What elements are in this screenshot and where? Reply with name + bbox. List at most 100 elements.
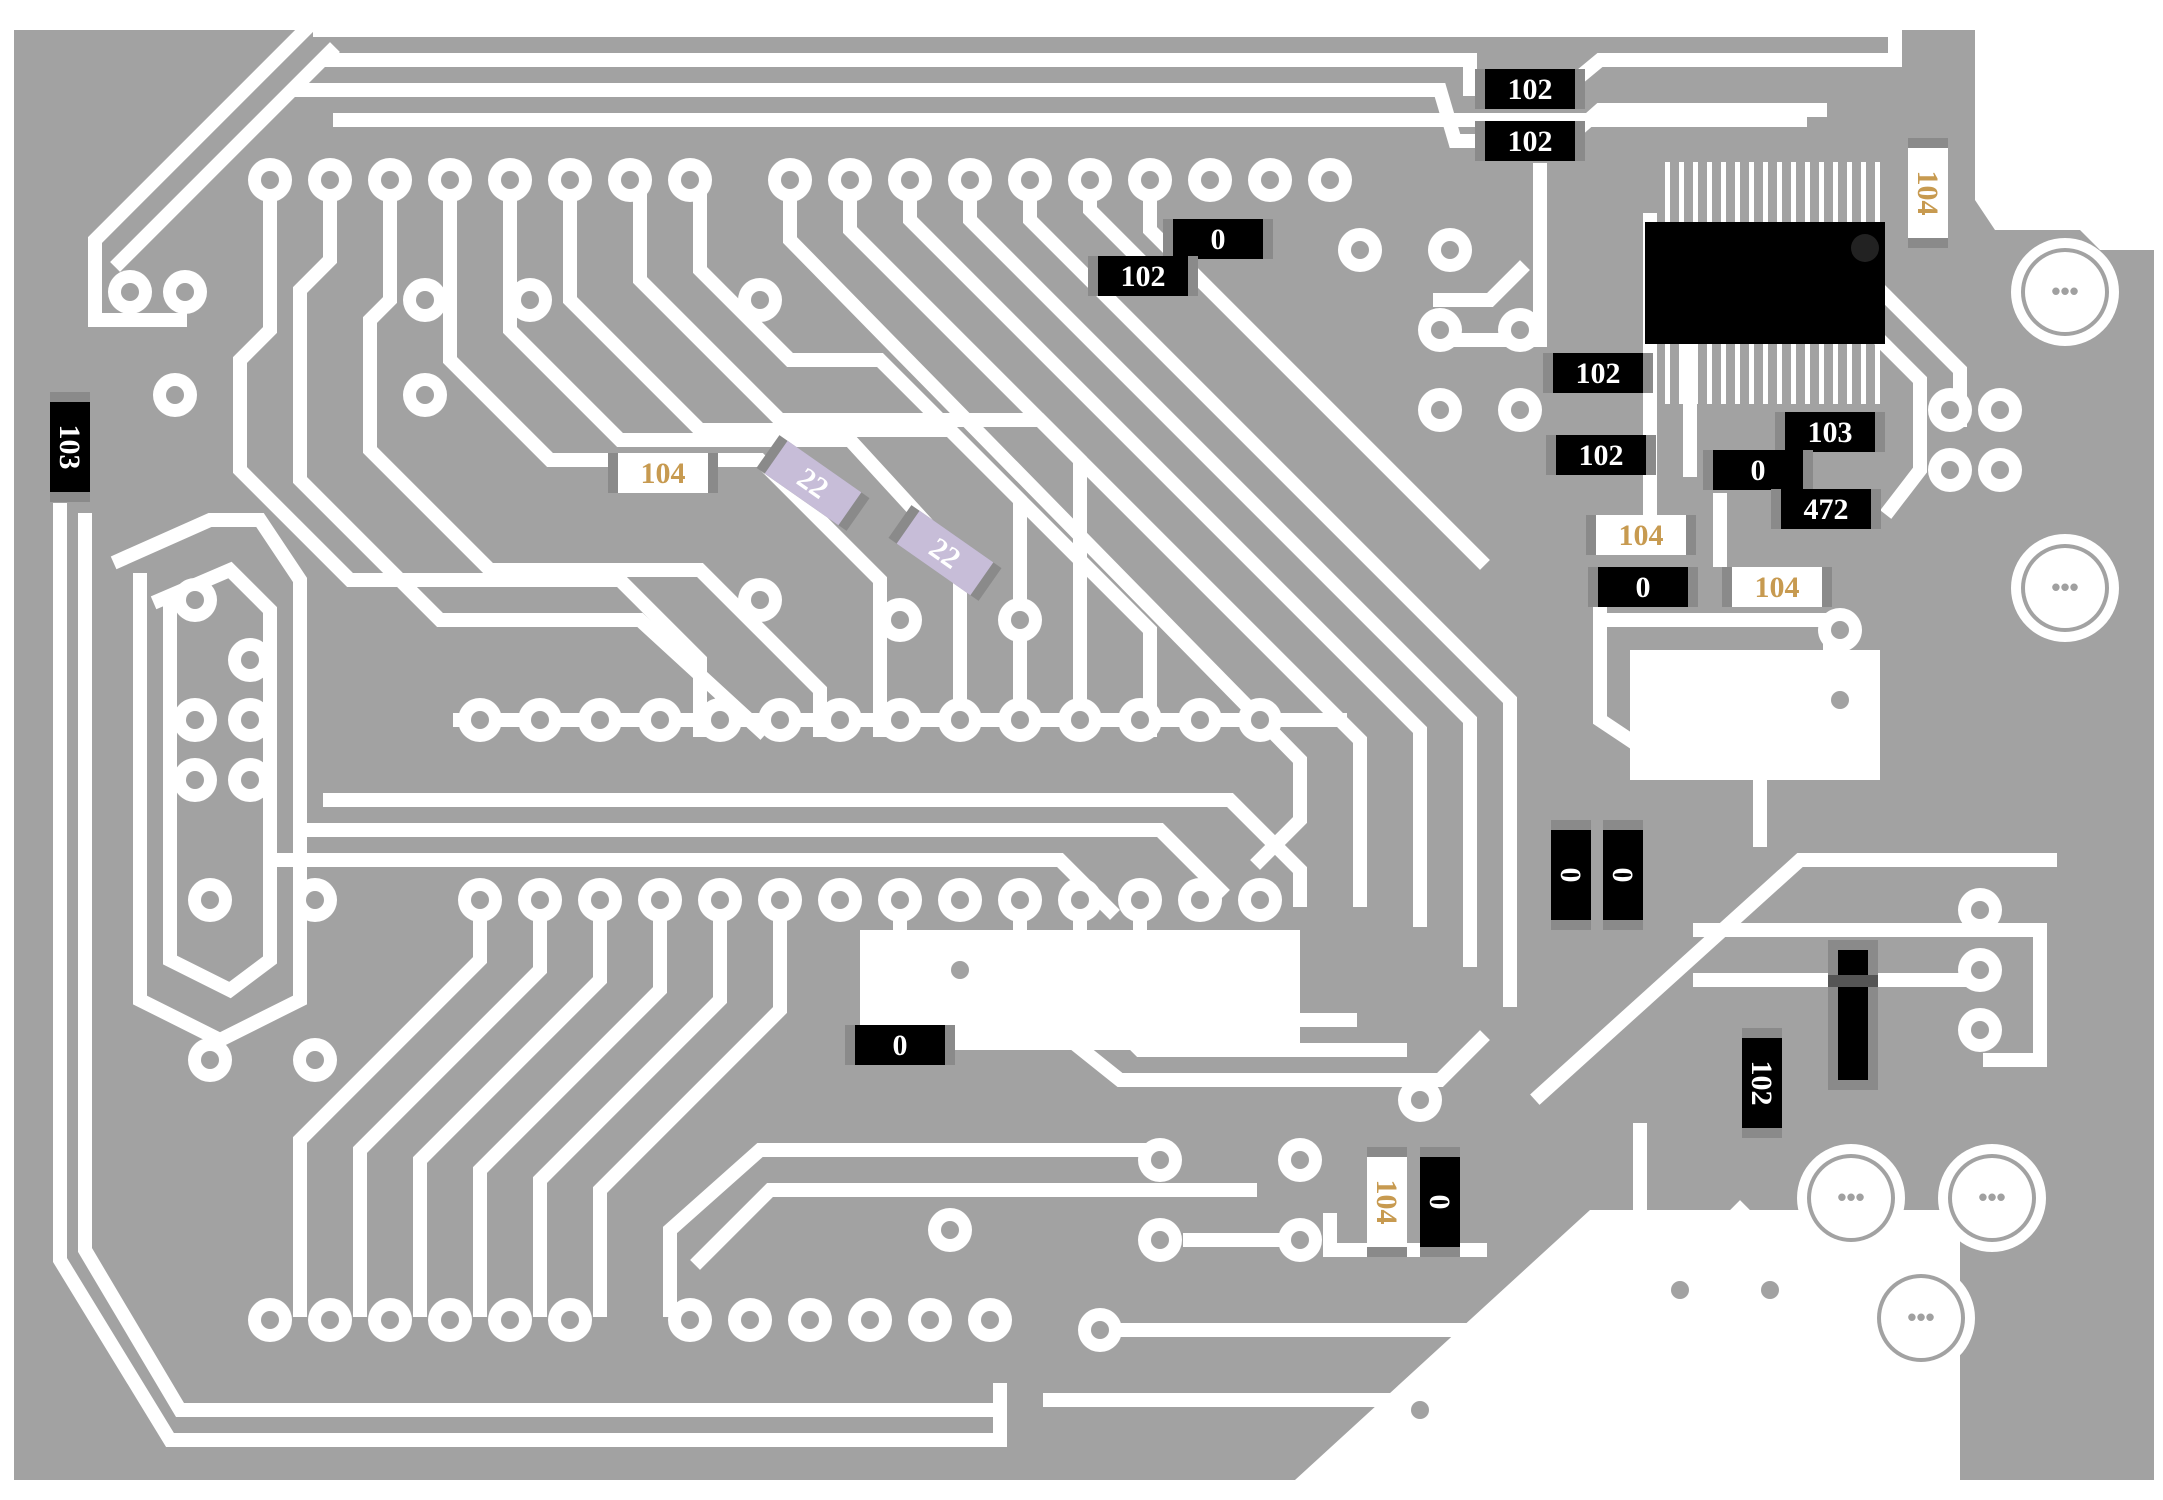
component-body — [1173, 219, 1263, 259]
pad-hole — [831, 711, 849, 729]
component-label: 102 — [1121, 260, 1166, 293]
pad-hole — [741, 1311, 759, 1329]
ic-pin — [1819, 162, 1824, 222]
component-body — [1485, 69, 1575, 109]
smd-component-0: 0 — [1163, 219, 1273, 259]
pad-hole — [1431, 401, 1449, 419]
ic-chip — [1645, 162, 1885, 404]
pad-hole — [1261, 171, 1279, 189]
pad-hole — [861, 1311, 879, 1329]
pad-hole — [186, 771, 204, 789]
component-label: 103 — [1808, 416, 1853, 449]
ic-pin — [1721, 162, 1726, 222]
pad-hole — [201, 1051, 219, 1069]
pad-hole — [1131, 711, 1149, 729]
ic-pin — [1777, 344, 1782, 404]
component-body — [855, 1025, 945, 1065]
ic-pin — [1875, 162, 1880, 222]
clearance-zone — [1630, 650, 1880, 780]
pad-hole — [261, 171, 279, 189]
ic-pin — [1693, 344, 1698, 404]
test-point-label: ••• — [2051, 572, 2078, 602]
pad-hole — [961, 171, 979, 189]
pad-hole — [801, 1311, 819, 1329]
pad-hole — [591, 891, 609, 909]
pad-hole — [891, 891, 909, 909]
smd-component-102: 102 — [1546, 435, 1656, 475]
pad-hole — [651, 711, 669, 729]
test-point-center — [2025, 548, 2105, 628]
smd-component-103: 103 — [1775, 412, 1885, 452]
component-body — [1367, 1157, 1407, 1247]
pad-hole — [186, 591, 204, 609]
smd-component-102: 102 — [1742, 1028, 1782, 1138]
component-body — [1098, 256, 1188, 296]
pad-hole — [501, 171, 519, 189]
pad-hole — [1431, 321, 1449, 339]
smd-component-0: 0 — [1703, 450, 1813, 490]
pad-layer — [108, 158, 2022, 1432]
pad-hole — [621, 171, 639, 189]
pad-hole — [1071, 711, 1089, 729]
component-body — [1713, 450, 1803, 490]
smd-component-102: 102 — [1475, 69, 1585, 109]
component-label: 472 — [1804, 493, 1849, 526]
smd-component-102: 102 — [1088, 256, 1198, 296]
ic-pin — [1665, 162, 1670, 222]
ic-pin — [1777, 162, 1782, 222]
pad-hole — [261, 1311, 279, 1329]
pad-hole — [591, 711, 609, 729]
pad-hole — [711, 711, 729, 729]
component-body — [1596, 515, 1686, 555]
component-label: 102 — [1579, 439, 1624, 472]
ic-pin — [1721, 344, 1726, 404]
component-body — [764, 440, 862, 526]
component-body — [1420, 1157, 1460, 1247]
component-body — [1781, 489, 1871, 529]
pad-hole — [416, 291, 434, 309]
smd-component-104: 104 — [608, 453, 718, 493]
pad-hole — [306, 891, 324, 909]
smd-component-0: 0 — [1420, 1147, 1460, 1257]
pad-hole — [941, 1221, 959, 1239]
test-point-label: ••• — [1907, 1302, 1934, 1332]
pad-hole — [891, 711, 909, 729]
smd-component-0: 0 — [1588, 567, 1698, 607]
component-body — [1551, 830, 1591, 920]
pad-hole — [781, 171, 799, 189]
component-body — [1598, 567, 1688, 607]
test-point: ••• — [1797, 1144, 1905, 1252]
smd-component-0: 0 — [845, 1025, 955, 1065]
pad-hole — [1941, 401, 1959, 419]
ic-body — [1645, 222, 1885, 344]
pad-hole — [1011, 891, 1029, 909]
ic-pin — [1679, 162, 1684, 222]
smd-component-472: 472 — [1771, 489, 1881, 529]
component-body — [896, 510, 994, 596]
pad-hole — [1761, 1281, 1779, 1299]
pad-hole — [441, 171, 459, 189]
smd-component-104: 104 — [1908, 138, 1948, 248]
smd-component-104: 104 — [1722, 567, 1832, 607]
pad-hole — [921, 1311, 939, 1329]
ic-pin — [1735, 344, 1740, 404]
pad-hole — [1971, 961, 1989, 979]
pad-hole — [901, 171, 919, 189]
clearance-zone — [1295, 1210, 1960, 1480]
pad-hole — [1831, 691, 1849, 709]
test-point-center — [2025, 252, 2105, 332]
ic-pin — [1735, 162, 1740, 222]
pad-hole — [381, 1311, 399, 1329]
pad-hole — [381, 171, 399, 189]
pad-hole — [1191, 891, 1209, 909]
pad-hole — [1671, 1281, 1689, 1299]
component-label: 0 — [1751, 454, 1766, 487]
ic-pin — [1805, 344, 1810, 404]
pad-hole — [1831, 621, 1849, 639]
component-label: 0 — [893, 1029, 908, 1062]
pad-hole — [416, 386, 434, 404]
test-point-label: ••• — [1978, 1182, 2005, 1212]
pad-hole — [681, 1311, 699, 1329]
component-label: 104 — [1911, 171, 1944, 216]
ic-pin — [1833, 162, 1838, 222]
